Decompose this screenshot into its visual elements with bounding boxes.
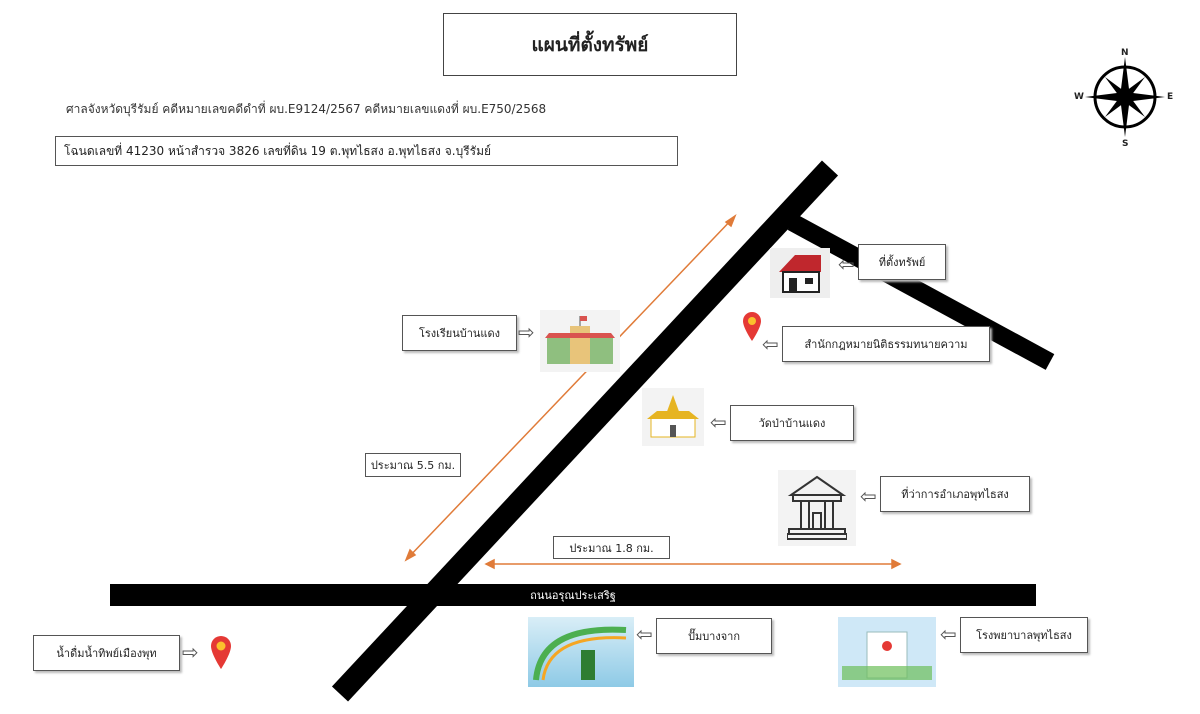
distance-label-horiz: ประมาณ 1.8 กม. [553, 536, 670, 559]
government-building-icon [778, 470, 856, 546]
label-temple: วัดป่าบ้านแดง [730, 405, 854, 441]
compass-e: E [1167, 92, 1174, 102]
temple-icon [642, 388, 704, 446]
compass-s: S [1122, 139, 1129, 149]
arrow-left-icon: ⇦ [636, 622, 653, 646]
arrow-left-icon: ⇦ [838, 252, 855, 276]
gas-station-icon [528, 617, 634, 687]
label-hospital: โรงพยาบาลพุทไธสง [960, 617, 1088, 653]
case-info: ศาลจังหวัดบุรีรัมย์ คดีหมายเลขคดีดำที่ ผ… [66, 102, 547, 116]
horizontal-road [110, 584, 1036, 606]
deed-info: โฉนดเลขที่ 41230 หน้าสำรวจ 3826 เลขที่ดิ… [55, 136, 678, 166]
road-name: ถนนอรุณประเสริฐ [530, 589, 616, 602]
map-pin-icon [211, 636, 231, 669]
house-icon [770, 248, 830, 298]
arrow-left-icon: ⇦ [710, 410, 727, 434]
compass-rose-icon [1085, 57, 1165, 137]
label-law-office: สำนักกฎหมายนิติธรรมทนายความ [782, 326, 990, 362]
arrow-right-icon: ⇨ [518, 320, 535, 344]
side-road [787, 214, 1055, 370]
map-title: แผนที่ตั้งทรัพย์ [443, 13, 737, 76]
arrow-left-icon: ⇦ [762, 332, 779, 356]
distance-label-diag: ประมาณ 5.5 กม. [365, 453, 461, 477]
arrow-right-icon: ⇨ [182, 640, 199, 664]
label-water-shop: น้ำดื่มน้ำทิพย์เมืองพุท [33, 635, 180, 671]
compass-w: W [1074, 92, 1084, 102]
arrow-left-icon: ⇦ [860, 484, 877, 508]
label-gas-station: ปั๊มบางจาก [656, 618, 772, 654]
compass-n: N [1121, 48, 1129, 58]
distance-line-diag [405, 215, 736, 561]
label-school: โรงเรียนบ้านแดง [402, 315, 517, 351]
hospital-icon [838, 617, 936, 687]
label-district-office: ที่ว่าการอำเภอพุทไธสง [880, 476, 1030, 512]
arrow-left-icon: ⇦ [940, 622, 957, 646]
main-diagonal-road [331, 160, 839, 702]
map-pin-icon [743, 312, 761, 341]
school-icon [540, 310, 620, 372]
label-property: ที่ตั้งทรัพย์ [858, 244, 946, 280]
